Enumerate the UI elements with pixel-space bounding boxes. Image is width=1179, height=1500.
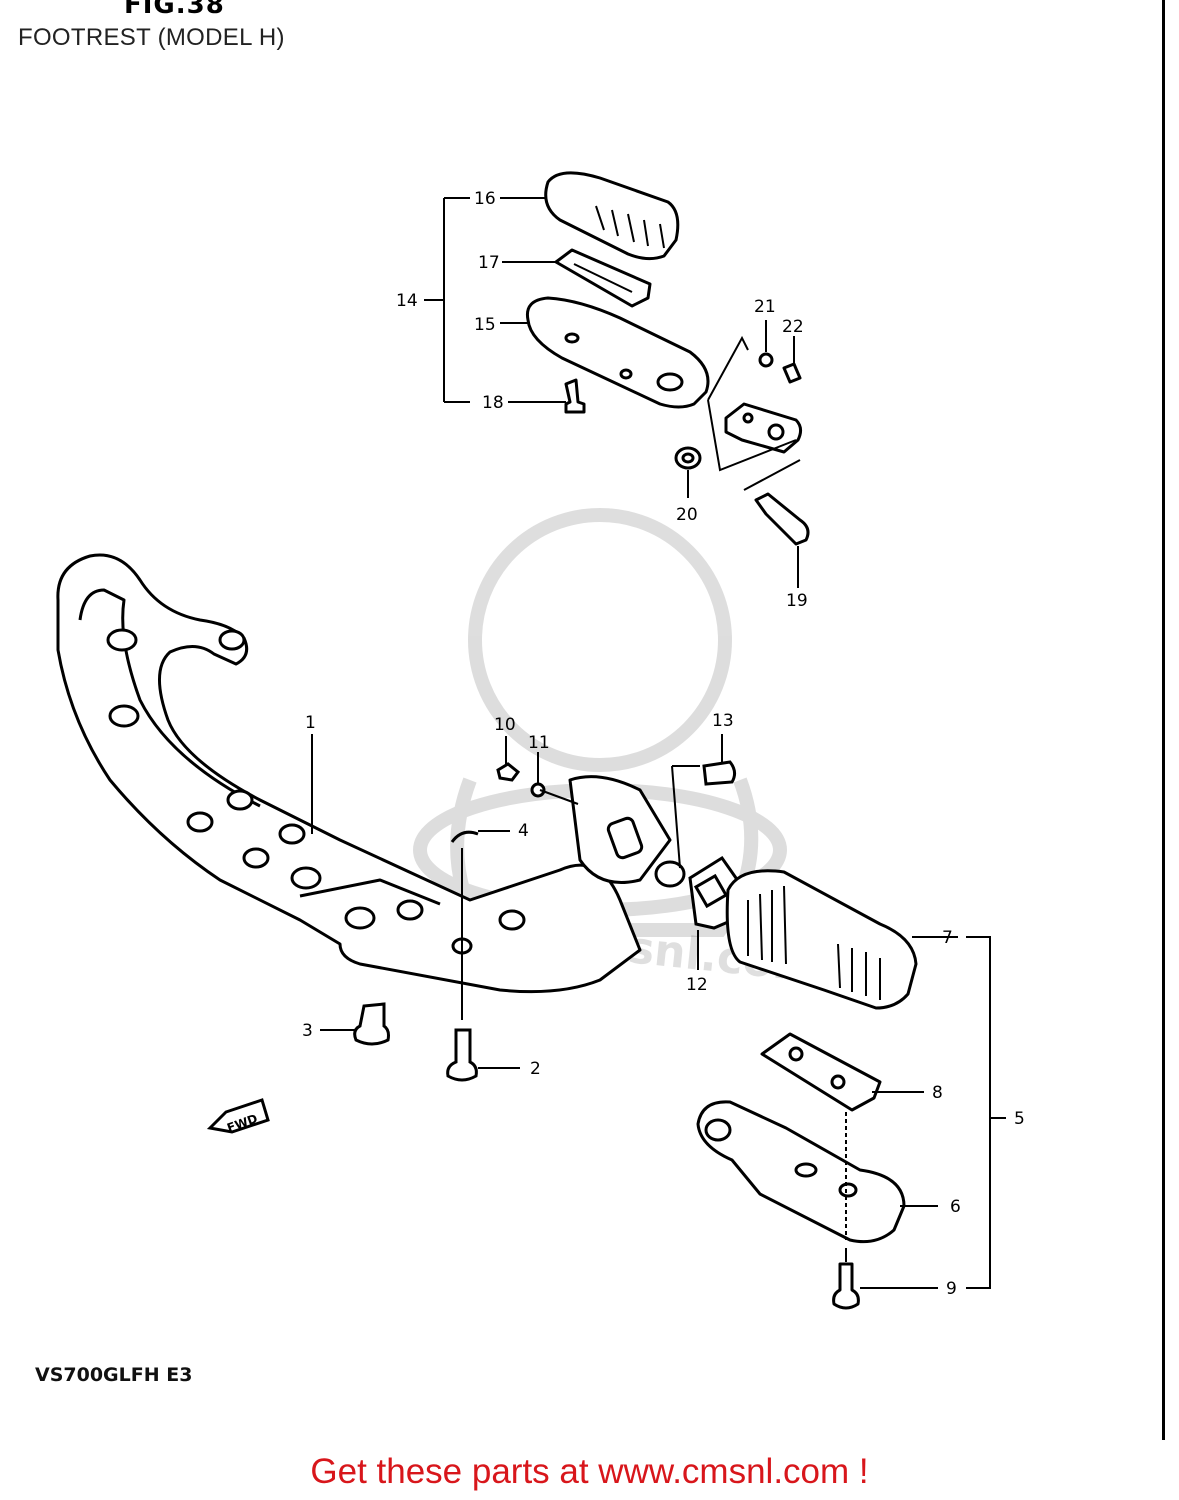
footrest-frame-bracket <box>56 553 686 994</box>
screw-22 <box>782 362 802 384</box>
model-code: VS700GLFH E3 <box>35 1364 193 1386</box>
footrest-bracket-upper <box>525 296 710 409</box>
spacer-13 <box>702 760 737 786</box>
part-number-12: 12 <box>686 975 708 995</box>
part-number-19: 19 <box>786 591 808 611</box>
part-number-18: 18 <box>482 393 504 413</box>
clip-4 <box>450 830 479 843</box>
part-number-22: 22 <box>782 317 804 337</box>
bolt-3 <box>353 1002 390 1046</box>
part-number-3: 3 <box>302 1021 313 1041</box>
pivot-pin-19 <box>754 492 810 546</box>
part-number-14: 14 <box>396 291 418 311</box>
page-border-rule <box>1162 0 1165 1440</box>
bolt-18 <box>564 378 586 414</box>
part-number-9: 9 <box>946 1279 957 1299</box>
part-number-2: 2 <box>530 1059 541 1079</box>
parts-diagram: www.cmsnl.com <box>56 171 1025 1310</box>
footrest-bracket-mount <box>724 402 803 454</box>
cotter-pin-21 <box>758 352 774 368</box>
upper-footrest-assembly <box>525 171 810 546</box>
part-number-8: 8 <box>932 1083 943 1103</box>
forward-direction-arrow: FWD <box>206 1098 270 1135</box>
part-number-1: 1 <box>305 713 316 733</box>
part-number-15: 15 <box>474 315 496 335</box>
part-number-labels: 1 2 3 4 5 6 7 8 9 10 11 12 13 14 15 16 1… <box>302 189 1025 1299</box>
figure-subtitle: FOOTREST (MODEL H) <box>18 24 285 51</box>
part-number-4: 4 <box>518 821 529 841</box>
bolt-9 <box>832 1262 860 1310</box>
part-number-16: 16 <box>474 189 496 209</box>
figure-title: FIG.38 <box>124 0 225 20</box>
part-number-13: 13 <box>712 711 734 731</box>
part-number-20: 20 <box>676 505 698 525</box>
bolt-10 <box>496 762 521 782</box>
part-number-11: 11 <box>528 733 550 753</box>
footrest-rubber-upper <box>544 171 680 261</box>
part-number-10: 10 <box>494 715 516 735</box>
part-number-21: 21 <box>754 297 776 317</box>
footrest-plate-lower <box>760 1032 882 1112</box>
footrest-rubber-lower <box>725 869 918 1010</box>
part-number-5: 5 <box>1014 1109 1025 1129</box>
lower-footrest-assembly <box>696 869 918 1310</box>
bolt-2 <box>446 1028 478 1082</box>
footer-parts-link[interactable]: Get these parts at www.cmsnl.com ! <box>310 1452 869 1491</box>
part-number-7: 7 <box>942 928 953 948</box>
part-number-6: 6 <box>950 1197 961 1217</box>
part-number-17: 17 <box>478 253 500 273</box>
